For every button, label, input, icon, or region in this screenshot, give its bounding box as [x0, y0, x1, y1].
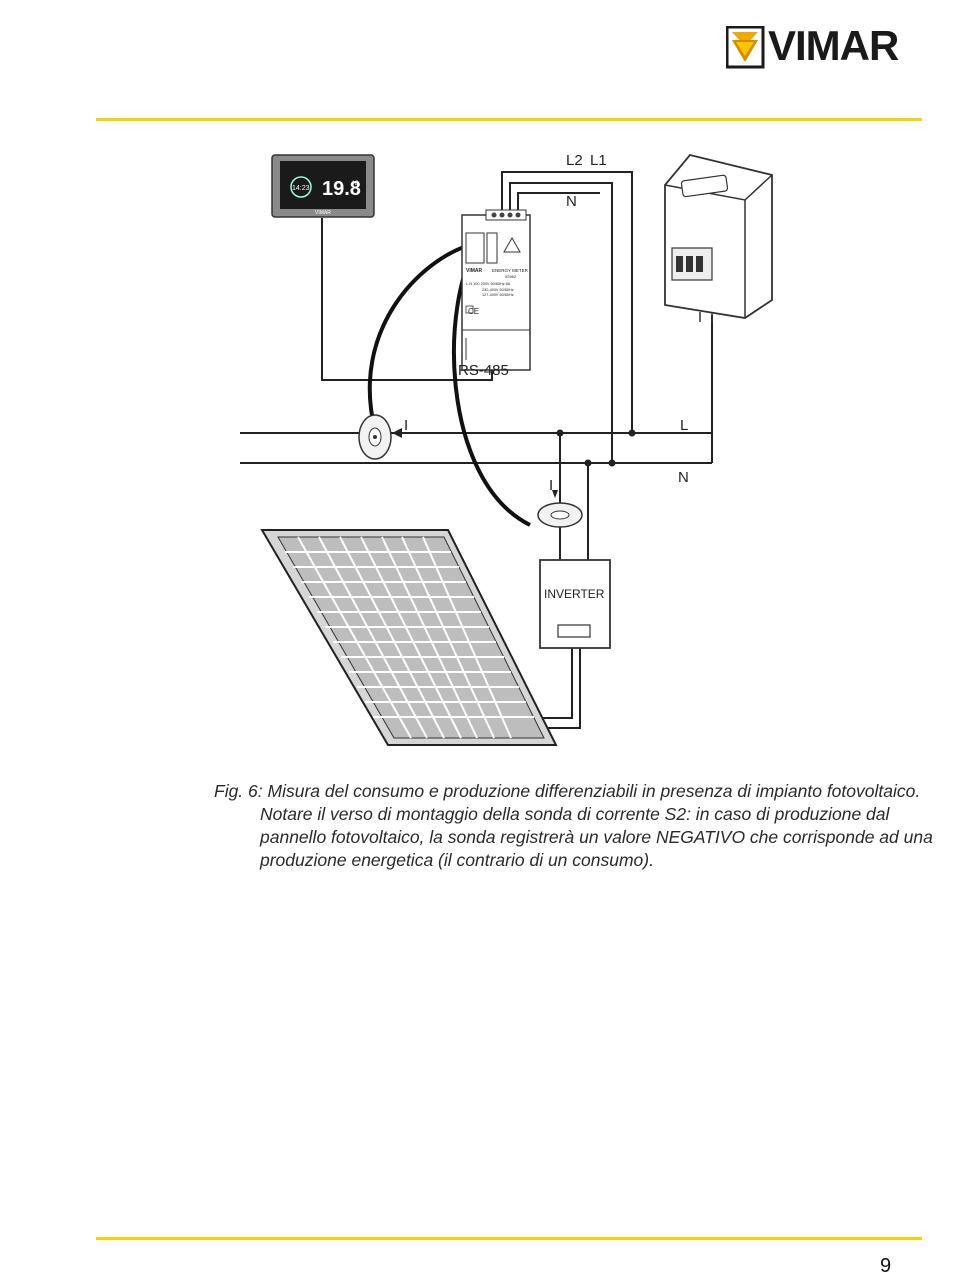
- energy-meter-device: VIMAR ENERGY METER 02962 L-N 100 230V 50…: [461, 209, 531, 371]
- wiring-diagram: 14:23 19.8 °C VIMAR VIMAR ENERGY METER 0…: [240, 152, 773, 746]
- label-n-right: N: [678, 469, 689, 486]
- mains-lines: [240, 171, 713, 729]
- page-number: 9: [880, 1255, 892, 1277]
- thermostat-brand: VIMAR: [315, 210, 331, 216]
- figure-caption: Fig. 6: Misura del consumo e produzione …: [214, 780, 933, 872]
- caption-line-2: Notare il verso di montaggio della sonda…: [260, 804, 890, 824]
- label-i-left: I: [404, 417, 408, 434]
- footer-rule: [96, 1237, 922, 1240]
- meter-code: 02962: [505, 274, 517, 279]
- inverter-device: [539, 559, 611, 649]
- label-i-lower: I: [549, 477, 553, 494]
- caption-line-3: pannello fotovoltaico, la sonda registre…: [260, 827, 933, 847]
- caption-line-4: produzione energetica (il contrario di u…: [260, 850, 654, 870]
- utility-meter-device: [664, 153, 773, 322]
- header-rule: [96, 118, 922, 121]
- caption-line-1: Fig. 6: Misura del consumo e produzione …: [214, 781, 921, 801]
- thermostat-big-readout: 19.8: [322, 178, 361, 200]
- meter-certs: CE: [468, 307, 479, 316]
- brand-logo-text: VIMAR: [768, 22, 899, 69]
- current-probe-2: [537, 502, 583, 528]
- label-l1: L1: [590, 152, 607, 169]
- thermostat-small-readout: 14:23: [292, 185, 310, 192]
- meter-spec-1: L-N 100 230V 50/60Hz 6A: [466, 282, 511, 286]
- thermostat-unit: °C: [352, 181, 359, 187]
- solar-panel: [260, 529, 558, 746]
- label-l-right: L: [680, 417, 688, 434]
- label-inverter: INVERTER: [544, 587, 605, 601]
- label-l2: L2: [566, 152, 583, 169]
- arrow-i-left: [392, 428, 402, 438]
- label-n-top: N: [566, 193, 577, 210]
- vimar-logo-mark: [726, 26, 765, 69]
- meter-title: ENERGY METER: [492, 268, 529, 273]
- arrow-i-lower: [552, 490, 558, 498]
- current-probe-1: [358, 414, 392, 460]
- junction-dots: [556, 429, 636, 467]
- label-rs485: RS-485: [458, 362, 509, 379]
- meter-spec-2: 230-400V 50/60Hz: [482, 288, 514, 292]
- meter-brand: VIMAR: [466, 268, 483, 274]
- thermostat-device: 14:23 19.8 °C VIMAR: [271, 154, 375, 218]
- meter-spec-3: 127-400V 50/60Hz: [482, 293, 514, 297]
